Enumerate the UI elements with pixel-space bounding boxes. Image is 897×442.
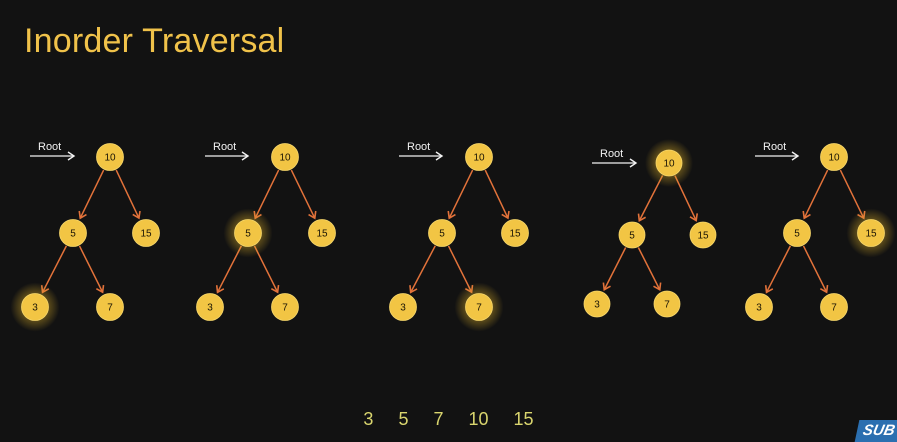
- tree-node-label: 7: [107, 303, 113, 314]
- tree-node-label: 15: [865, 229, 877, 240]
- binary-tree: Root 10 5 15 3 7: [745, 141, 896, 321]
- tree-node: [501, 219, 529, 247]
- tree-node-label: 7: [664, 300, 670, 311]
- tree-node-label: 15: [509, 229, 521, 240]
- tree-node: [389, 293, 417, 321]
- root-label: Root: [213, 141, 236, 153]
- tree-node: [583, 290, 611, 318]
- tree-edge: [602, 247, 627, 292]
- tree-node-highlighted: [21, 293, 49, 321]
- sequence-item: 5: [398, 409, 409, 429]
- tree-node-label: 7: [476, 303, 482, 314]
- tree-node: [132, 219, 160, 247]
- tree-node: [783, 219, 811, 247]
- tree-node-label: 10: [104, 153, 116, 164]
- tree-edge: [802, 245, 829, 294]
- tree-node-label: 10: [473, 153, 485, 164]
- tree-node-label: 7: [282, 303, 288, 314]
- sequence-item: 7: [433, 409, 444, 429]
- tree-edge: [78, 245, 105, 294]
- tree-node: [820, 293, 848, 321]
- tree-node: [196, 293, 224, 321]
- sequence-item: 15: [513, 409, 534, 429]
- tree-node-highlighted: [465, 293, 493, 321]
- tree-edge: [409, 245, 436, 294]
- tree-edge: [253, 169, 280, 220]
- binary-tree: Root 10 5 15 3 7: [583, 139, 717, 318]
- tree-node-label: 5: [70, 229, 76, 240]
- tree-node-label: 3: [400, 303, 406, 314]
- tree-node: [745, 293, 773, 321]
- tree-edge: [484, 169, 510, 220]
- tree-node: [59, 219, 87, 247]
- tree-node-label: 10: [663, 159, 675, 170]
- tree-node-highlighted: [234, 219, 262, 247]
- tree-node-label: 5: [439, 229, 445, 240]
- page-title: Inorder Traversal: [24, 22, 285, 60]
- root-label: Root: [38, 141, 61, 153]
- tree-edge: [447, 245, 474, 294]
- sequence-item: 10: [468, 409, 489, 429]
- sequence-item: 3: [363, 409, 374, 429]
- tree-node: [271, 293, 299, 321]
- tree-node-label: 5: [245, 229, 251, 240]
- tree-node: [689, 221, 717, 249]
- tree-edge: [290, 169, 317, 220]
- tree-node: [308, 219, 336, 247]
- tree-node: [96, 143, 124, 171]
- tree-edge: [447, 169, 474, 220]
- binary-tree: Root 10 5 15 3 7: [196, 141, 336, 321]
- tree-node-label: 15: [316, 229, 328, 240]
- binary-tree: Root 10 5 15 3 7: [389, 141, 529, 332]
- root-label: Root: [407, 141, 430, 153]
- tree-node: [653, 290, 681, 318]
- tree-edge: [802, 169, 829, 220]
- traversal-sequence: 3 5 7 10 15: [0, 409, 897, 430]
- tree-node-label: 5: [629, 231, 635, 242]
- tree-node: [618, 221, 646, 249]
- subscribe-badge[interactable]: SUB: [854, 420, 897, 442]
- tree-node-label: 10: [828, 153, 840, 164]
- tree-node-label: 3: [207, 303, 213, 314]
- binary-tree: Root 10 5 15 3 7: [10, 141, 160, 332]
- tree-node-label: 7: [831, 303, 837, 314]
- tree-node: [465, 143, 493, 171]
- tree-node-label: 5: [794, 229, 800, 240]
- tree-node: [428, 219, 456, 247]
- tree-node: [96, 293, 124, 321]
- root-label: Root: [600, 148, 623, 160]
- tree-node-label: 3: [756, 303, 762, 314]
- root-label: Root: [763, 141, 786, 153]
- tree-node-label: 3: [32, 303, 38, 314]
- tree-node-highlighted: [857, 219, 885, 247]
- tree-node-label: 10: [279, 153, 291, 164]
- tree-node-label: 15: [697, 231, 709, 242]
- tree-node-label: 15: [140, 229, 152, 240]
- tree-edge: [115, 169, 141, 220]
- tree-node: [271, 143, 299, 171]
- tree-node-label: 3: [594, 300, 600, 311]
- tree-edge: [78, 169, 105, 220]
- tree-node-highlighted: [655, 149, 683, 177]
- tree-edge: [637, 247, 662, 292]
- tree-edge: [40, 245, 68, 294]
- tree-node: [820, 143, 848, 171]
- tree-edge: [764, 245, 792, 294]
- tree-edge: [839, 169, 866, 220]
